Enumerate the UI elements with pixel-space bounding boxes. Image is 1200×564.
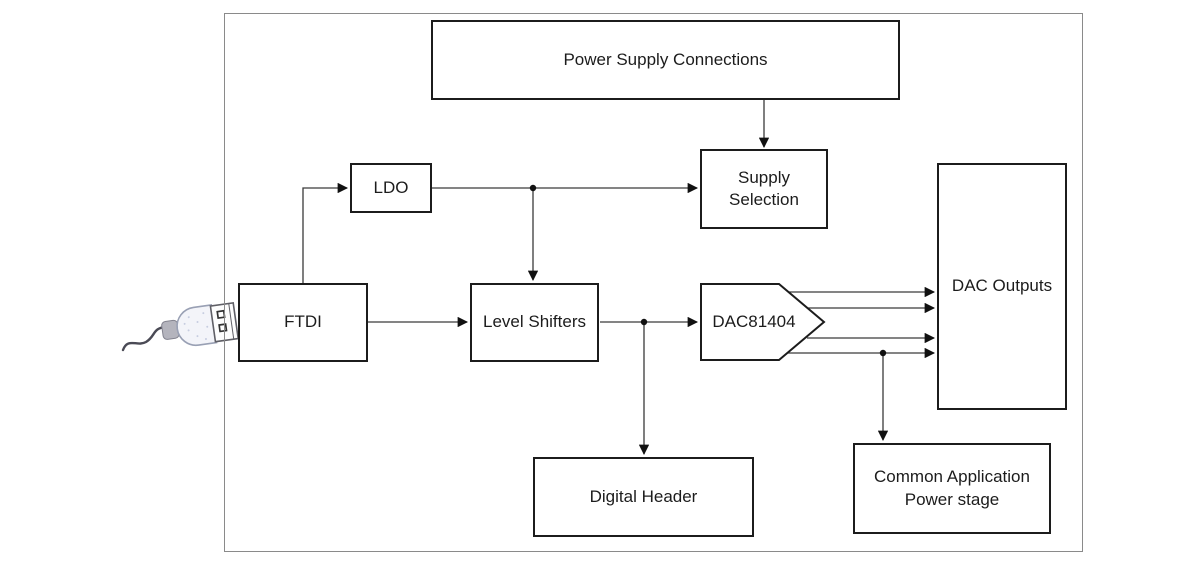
dac81404-shape <box>700 283 826 361</box>
usb-pin-hole-bottom <box>218 323 228 333</box>
block-ldo: LDO <box>350 163 432 213</box>
usb-connector-icon <box>121 301 240 352</box>
connector-lines <box>302 100 936 456</box>
junction-dot <box>879 349 887 357</box>
block-level-shifters: Level Shifters <box>470 283 599 362</box>
usb-cable <box>121 325 168 352</box>
usb-metal-shell <box>209 301 240 343</box>
block-ftdi: FTDI <box>238 283 368 362</box>
usb-pin-hole-top <box>216 309 226 320</box>
junction-dot <box>640 318 648 326</box>
block-common-application-power-stage: Common Application Power stage <box>853 443 1051 534</box>
block-supply-selection: Supply Selection <box>700 149 828 229</box>
junction-dot <box>529 184 537 192</box>
junction-dots <box>529 184 887 357</box>
block-power-supply-connections: Power Supply Connections <box>431 20 900 100</box>
usb-shell-lip <box>228 303 235 340</box>
block-digital-header: Digital Header <box>533 457 754 537</box>
usb-plug-body <box>176 304 218 347</box>
usb-body-texture <box>183 312 209 341</box>
connector-ftdi-to-ldo <box>302 182 349 283</box>
block-dac-outputs: DAC Outputs <box>937 163 1067 410</box>
block-dac81404-label: DAC81404 <box>712 311 796 331</box>
